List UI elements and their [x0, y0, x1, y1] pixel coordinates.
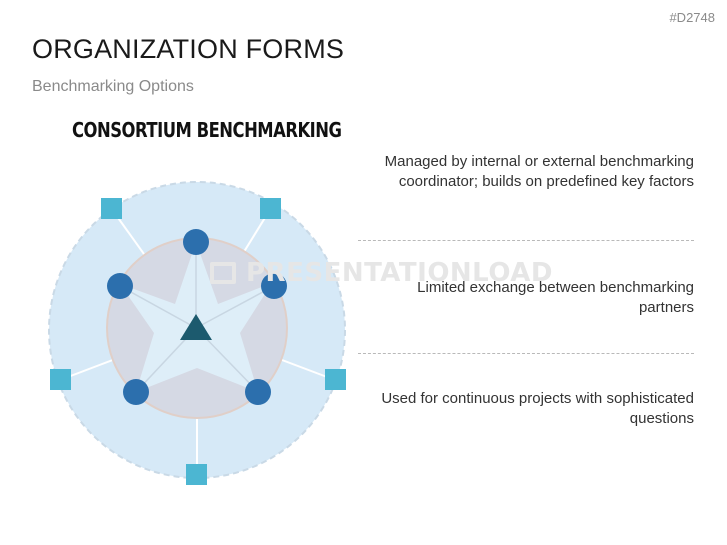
watermark: PRESENTATIONLOAD: [210, 258, 553, 288]
description-exchange: Limited exchange between benchmarking pa…: [417, 279, 694, 316]
partner-node: [107, 273, 133, 299]
watermark-logo-icon: [210, 262, 236, 284]
watermark-text: PRESENTATIONLOAD: [246, 258, 553, 288]
partner-node: [245, 379, 271, 405]
external-node: [50, 369, 71, 390]
consortium-diagram: [48, 181, 346, 485]
partner-node: [261, 273, 287, 299]
divider: [358, 353, 694, 354]
coordinator-triangle: [180, 314, 212, 340]
description-coordinator: Managed by internal or external benchmar…: [384, 153, 694, 190]
slide-id: #D2748: [669, 10, 715, 25]
partner-node: [123, 379, 149, 405]
divider: [358, 240, 694, 241]
diagram-heading: CONSORTIUM BENCHMARKING: [72, 118, 342, 142]
external-node: [101, 198, 122, 219]
external-node: [260, 198, 281, 219]
external-node: [325, 369, 346, 390]
external-node: [186, 464, 207, 485]
description-usage: Used for continuous projects with sophis…: [381, 390, 694, 427]
page-title: ORGANIZATION FORMS: [32, 34, 345, 64]
page-subtitle: Benchmarking Options: [32, 78, 194, 95]
partner-node: [183, 229, 209, 255]
